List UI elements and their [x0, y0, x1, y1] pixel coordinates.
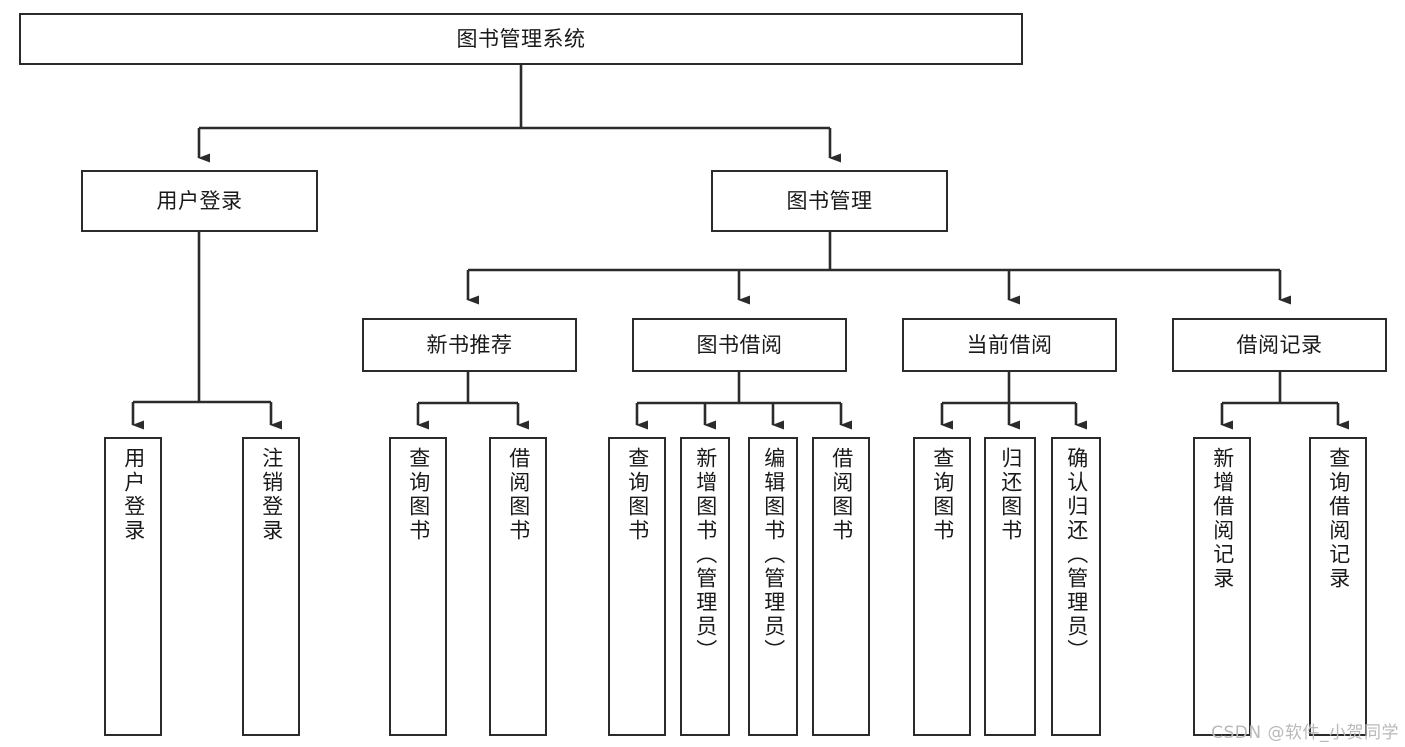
leaf-borrow-record-query-label: 查询借阅记录 [1326, 447, 1351, 591]
leaf-user-login-logout-label: 注销登录 [259, 447, 284, 543]
leaf-book-borrow-add[interactable]: 新增图书（管理员） [680, 437, 730, 736]
node-book-borrow[interactable]: 图书借阅 [632, 318, 847, 372]
node-book-management-label: 图书管理 [786, 188, 873, 213]
node-root[interactable]: 图书管理系统 [19, 13, 1023, 65]
leaf-new-book-query-label: 查询图书 [406, 447, 431, 543]
leaf-book-borrow-query[interactable]: 查询图书 [608, 437, 666, 736]
leaf-new-book-query[interactable]: 查询图书 [389, 437, 447, 736]
leaf-user-login-logout[interactable]: 注销登录 [242, 437, 300, 736]
node-new-book-recommend[interactable]: 新书推荐 [362, 318, 577, 372]
leaf-borrow-record-add[interactable]: 新增借阅记录 [1193, 437, 1251, 736]
leaf-current-borrow-query[interactable]: 查询图书 [913, 437, 971, 736]
node-book-borrow-label: 图书借阅 [696, 332, 783, 357]
leaf-borrow-record-query[interactable]: 查询借阅记录 [1309, 437, 1367, 736]
leaf-new-book-borrow[interactable]: 借阅图书 [489, 437, 547, 736]
leaf-current-borrow-return-label: 归还图书 [998, 447, 1023, 543]
node-book-management[interactable]: 图书管理 [711, 170, 948, 232]
leaf-new-book-borrow-label: 借阅图书 [506, 447, 531, 543]
leaf-book-borrow-edit-label: 编辑图书（管理员） [761, 447, 786, 663]
node-root-label: 图书管理系统 [456, 26, 586, 51]
node-user-login[interactable]: 用户登录 [81, 170, 318, 232]
node-user-login-label: 用户登录 [156, 188, 243, 213]
node-current-borrow[interactable]: 当前借阅 [902, 318, 1117, 372]
node-borrow-record[interactable]: 借阅记录 [1172, 318, 1387, 372]
leaf-book-borrow-add-label: 新增图书（管理员） [693, 447, 718, 663]
leaf-current-borrow-confirm[interactable]: 确认归还（管理员） [1051, 437, 1101, 736]
leaf-current-borrow-query-label: 查询图书 [930, 447, 955, 543]
leaf-book-borrow-query-label: 查询图书 [625, 447, 650, 543]
node-new-book-recommend-label: 新书推荐 [426, 332, 513, 357]
node-borrow-record-label: 借阅记录 [1236, 332, 1323, 357]
leaf-book-borrow-borrow[interactable]: 借阅图书 [812, 437, 870, 736]
leaf-book-borrow-edit[interactable]: 编辑图书（管理员） [748, 437, 798, 736]
leaf-borrow-record-add-label: 新增借阅记录 [1210, 447, 1235, 591]
leaf-user-login-login[interactable]: 用户登录 [104, 437, 162, 736]
leaf-user-login-login-label: 用户登录 [121, 447, 146, 543]
node-current-borrow-label: 当前借阅 [966, 332, 1053, 357]
leaf-current-borrow-return[interactable]: 归还图书 [984, 437, 1036, 736]
csdn-watermark: CSDN @软件_小贺同学 [1211, 723, 1399, 743]
leaf-book-borrow-borrow-label: 借阅图书 [829, 447, 854, 543]
leaf-current-borrow-confirm-label: 确认归还（管理员） [1064, 447, 1089, 663]
